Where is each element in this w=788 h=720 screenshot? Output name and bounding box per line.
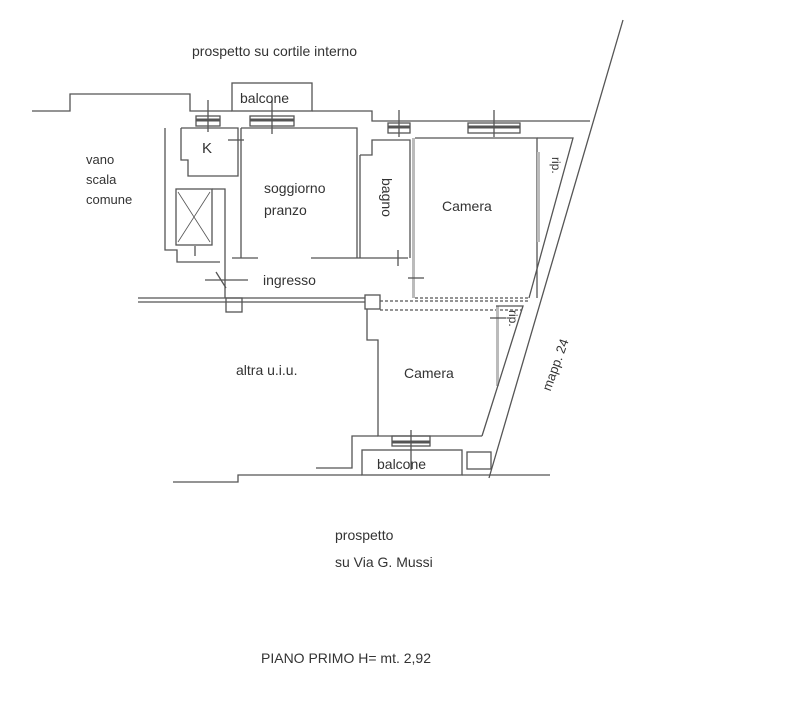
top-facade-label: prospetto su cortile interno: [192, 43, 357, 59]
living-label-line1: soggiorno: [264, 180, 326, 196]
stair-label-line2: scala: [86, 172, 117, 187]
kitchen-walls: [180, 127, 239, 177]
bathroom-label: bagno: [379, 178, 395, 217]
window-top-kitchen: [195, 100, 221, 132]
entrance-label: ingresso: [263, 272, 316, 288]
parcel-boundary-line: [488, 19, 624, 479]
stair-label: vano scala comune: [86, 150, 132, 210]
middle-wall-pillar-2: [364, 294, 381, 310]
bedroom-top-wall-fill: [412, 138, 415, 298]
elevator-shaft: [175, 188, 226, 262]
kitchen-label: K: [202, 140, 213, 157]
storage-top-label: rip.: [549, 157, 563, 174]
window-top-bath: [387, 110, 411, 137]
bottom-facade-label-line1: prospetto: [335, 527, 394, 543]
bottom-outer-line: [173, 474, 362, 483]
middle-wall-pillar: [225, 297, 243, 313]
top-outer-line: [32, 93, 232, 112]
balcony-top-label: balcone: [240, 90, 290, 106]
stair-label-line1: vano: [86, 152, 115, 167]
entrance-door-swing: [215, 271, 227, 289]
bedroom-bottom-label: Camera: [404, 365, 454, 381]
living-label-line2: pranzo: [264, 202, 307, 218]
bottom-outer-step: [316, 435, 378, 469]
other-unit-label: altra u.i.u.: [236, 362, 298, 378]
storage-top-outline: [528, 137, 574, 299]
bedroom-top-label: Camera: [442, 198, 492, 214]
balcony-bottom-planter: [466, 451, 492, 470]
stair-label-line3: comune: [86, 192, 133, 207]
storage-top-wall-fill: [537, 152, 540, 242]
balcony-bottom-label: balcone: [377, 456, 427, 472]
balcony-bottom-outline: [361, 449, 463, 476]
stair-wall: [164, 128, 220, 263]
storage-bottom-label: rip.: [506, 310, 520, 327]
bedroom-top-walls: [415, 137, 538, 298]
storage-bottom-wall-fill: [496, 306, 499, 386]
bathroom-walls: [360, 139, 411, 258]
window-top-bedroom: [467, 110, 521, 137]
bottom-facade-label-line2: su Via G. Mussi: [335, 554, 433, 570]
living-walls: [241, 127, 358, 258]
plan-title: PIANO PRIMO H= mt. 2,92: [261, 650, 431, 666]
living-label: soggiorno pranzo: [264, 177, 326, 221]
top-outer-line-right: [312, 110, 590, 122]
storage-bottom-outline: [481, 305, 524, 437]
